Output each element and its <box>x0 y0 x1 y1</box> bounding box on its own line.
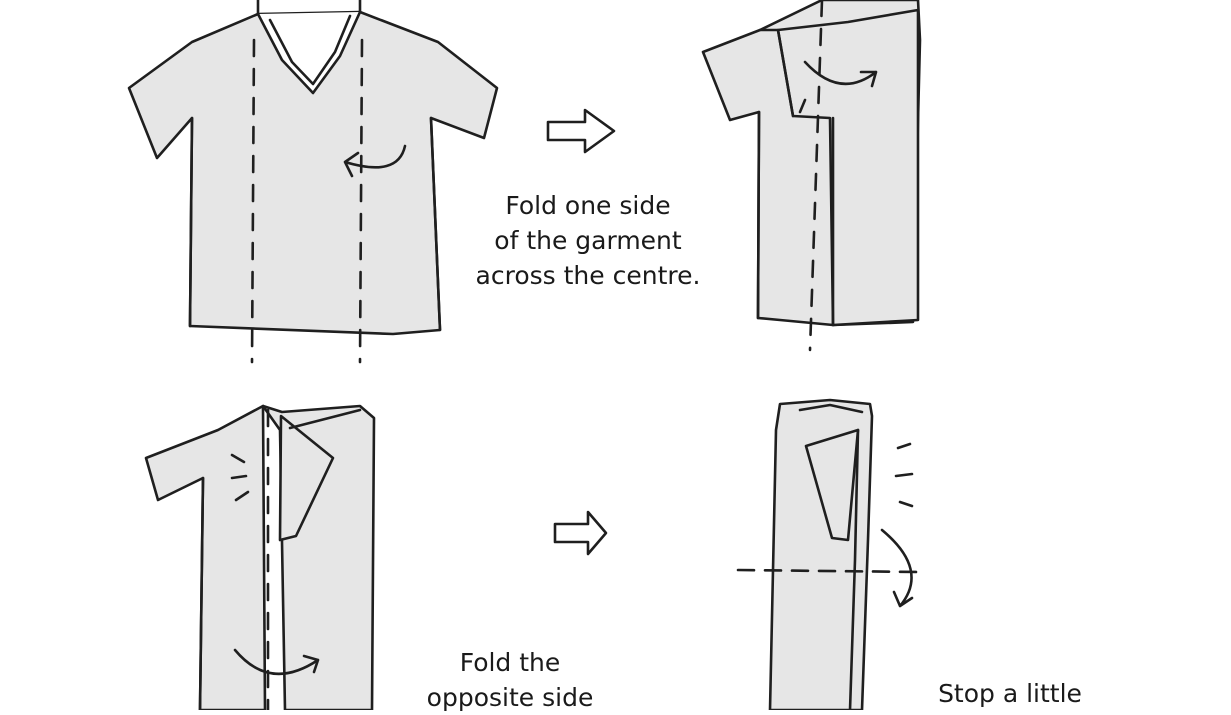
caption-line: Stop a little <box>938 679 1082 708</box>
caption-fold-opposite-side: Fold the opposite side <box>380 645 640 715</box>
shirt-flat <box>127 0 499 364</box>
fold-arrow-icon <box>343 144 407 178</box>
caption-fold-one-side: Fold one side of the garment across the … <box>448 188 728 293</box>
caption-line: Fold the <box>459 648 561 677</box>
step-arrow-icon <box>546 108 616 154</box>
shirt-one-side-folded <box>701 0 922 352</box>
shirt-second-side <box>144 404 376 710</box>
fold-arrow-icon <box>233 648 320 676</box>
caption-line: across the centre. <box>475 261 701 290</box>
caption-stop-a-little: Stop a little <box>905 676 1115 711</box>
caption-line: opposite side <box>426 683 594 712</box>
fold-arrow-icon <box>803 60 878 88</box>
caption-line: of the garment <box>494 226 682 255</box>
step-arrow-icon <box>553 510 608 556</box>
shirt-folded-strip <box>736 398 922 710</box>
caption-line: Fold one side <box>505 191 671 220</box>
fold-arrow-icon <box>880 528 914 608</box>
